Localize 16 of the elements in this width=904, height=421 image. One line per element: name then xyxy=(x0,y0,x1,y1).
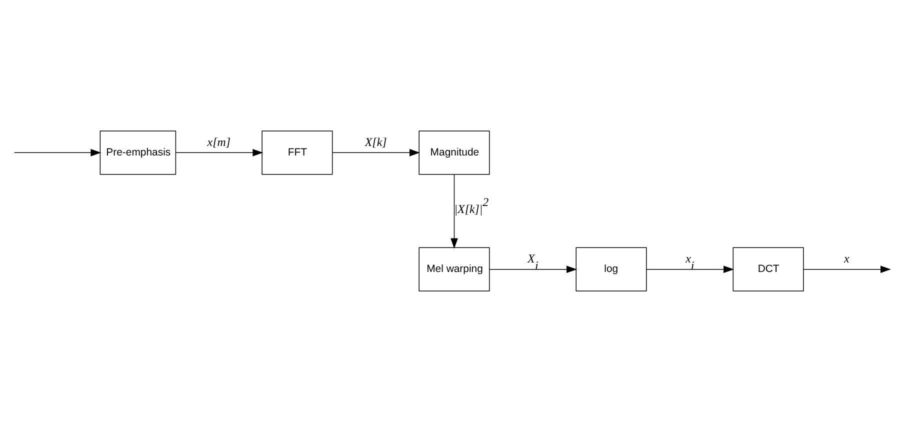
edge-label: X[k] xyxy=(364,134,387,148)
node-box: log xyxy=(576,246,647,291)
node-box: DCT xyxy=(732,246,804,291)
node-box: Magnitude xyxy=(418,130,490,174)
edge-label: x xyxy=(844,250,850,265)
node-box: Mel warping xyxy=(418,246,490,291)
arrow xyxy=(332,148,420,156)
edge-label: x[m] xyxy=(207,134,231,148)
arrow xyxy=(646,265,734,272)
arrow xyxy=(176,148,264,156)
arrow xyxy=(450,174,458,248)
node-box: FFT xyxy=(262,130,333,174)
arrow xyxy=(14,148,102,156)
arrow xyxy=(489,265,578,272)
node-box: Pre-emphasis xyxy=(100,130,176,174)
arrow xyxy=(803,265,891,272)
